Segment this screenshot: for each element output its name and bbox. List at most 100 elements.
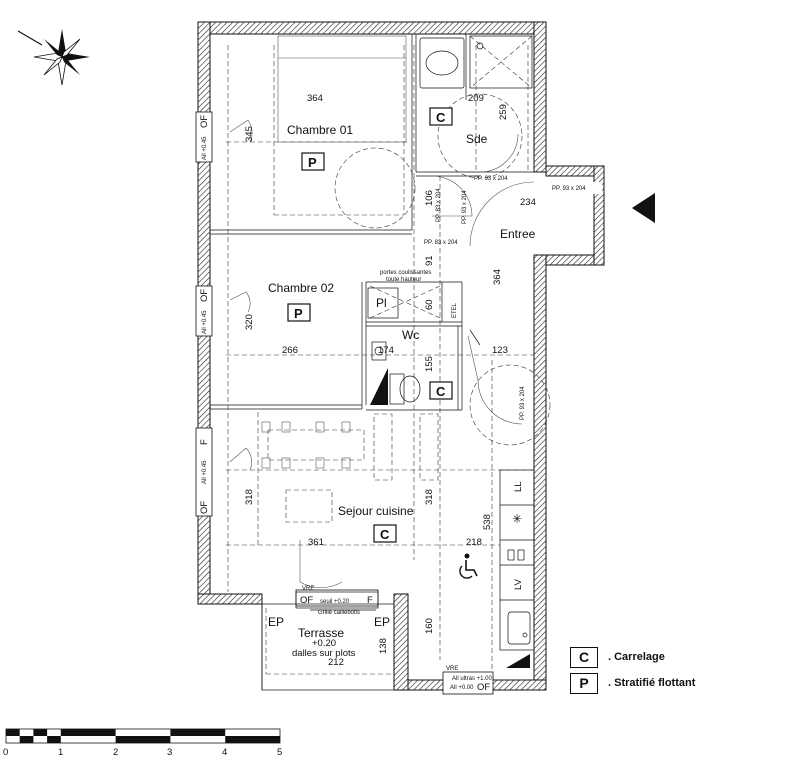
wheelchair-icon: [459, 553, 478, 579]
scale-tick-4: 4: [222, 747, 227, 758]
svg-text:P: P: [308, 155, 317, 170]
sliding-doors-label-2: toute hauteur: [386, 277, 421, 283]
dim-155: 155: [424, 356, 435, 372]
svg-text:C: C: [380, 527, 390, 542]
bathroom-fixtures: [419, 35, 533, 89]
legend-code-c: C: [570, 646, 598, 668]
exterior-walls: [195, 21, 605, 695]
wc-fixtures: [370, 329, 481, 405]
dim-364-right: 364: [492, 269, 503, 285]
dim-160: 160: [424, 618, 435, 634]
scale-tick-1: 1: [58, 747, 63, 758]
room-wc: Wc: [402, 328, 419, 342]
door-pp5: PP. 93 x 204: [520, 386, 526, 420]
door-f-terrasse: F: [367, 595, 373, 606]
floor-code-sde: C: [429, 107, 453, 126]
dim-60: 60: [424, 299, 435, 310]
vre-bottom: VRE: [446, 666, 458, 672]
terrasse-level: +0.20: [312, 638, 336, 649]
grille-label: Grille caillebotis: [318, 610, 360, 616]
terrasse-finish: dalles sur plots: [292, 648, 356, 659]
seuil-alt2: All ultras +1.00: [452, 676, 493, 682]
window-of-3: OF: [199, 501, 210, 514]
floor-code-chambre-01: P: [301, 152, 325, 171]
door-of-bottom: OF: [477, 682, 490, 693]
dining-furniture: [261, 413, 439, 523]
placard-fixture: [369, 285, 441, 319]
scale-tick-5: 5: [277, 747, 282, 758]
compass-rose-icon: [17, 29, 90, 86]
room-sejour-cuisine: Sejour cuisine: [338, 504, 414, 518]
terrace-outline: [261, 591, 395, 691]
lave-vaisselle-label: LV: [513, 578, 524, 590]
grid-lines: [226, 45, 534, 675]
hob-icon: ✳: [512, 512, 522, 526]
window-all-1: All +0.45: [202, 136, 208, 160]
dim-106: 106: [424, 190, 435, 206]
door-pp1: PP. 93 x 204: [474, 176, 508, 182]
dim-138: 138: [378, 638, 389, 654]
dim-266: 266: [282, 345, 298, 356]
window-of-2: OF: [199, 289, 210, 302]
placard-label: Pl: [376, 296, 387, 310]
dim-123: 123: [492, 345, 508, 356]
room-sde: Sde: [466, 132, 488, 146]
scale-tick-2: 2: [113, 747, 118, 758]
vre-terrasse: VRE: [302, 586, 314, 592]
dim-259: 259: [498, 104, 509, 120]
dim-234: 234: [520, 197, 536, 208]
scale-tick-0: 0: [3, 747, 8, 758]
etel-label: ETEL: [452, 302, 458, 318]
dim-364-top: 364: [307, 93, 323, 104]
dim-174: 174: [378, 345, 394, 356]
dim-212: 212: [328, 657, 344, 668]
room-chambre-01: Chambre 01: [287, 123, 353, 137]
legend-label-stratifie: . Stratifié flottant: [608, 677, 696, 689]
door-pp6: PP. 83 x 204: [436, 188, 442, 222]
lave-linge-label: LL: [513, 481, 524, 492]
window-of-1: OF: [199, 115, 210, 128]
dim-345: 345: [244, 126, 255, 142]
dim-320: 320: [244, 314, 255, 330]
floor-finish-legend: C . Carrelage P . Stratifié flottant: [570, 644, 790, 696]
window-f-1: F: [199, 439, 210, 445]
door-swings: [229, 93, 551, 588]
legend-code-p: P: [570, 672, 598, 694]
room-chambre-02: Chambre 02: [268, 281, 334, 295]
svg-text:C: C: [436, 384, 446, 399]
seuil-label: seuil +0.20: [320, 599, 350, 605]
sliding-doors-label-1: portes coulissantes: [380, 270, 431, 276]
door-pp3: PP. 83 x 204: [424, 240, 458, 246]
dim-361: 361: [308, 537, 324, 548]
dim-318-left: 318: [244, 489, 255, 505]
door-of-terrasse: OF: [300, 595, 313, 606]
bed-chambre-01: [277, 35, 407, 143]
window-all-3: All +0.45: [202, 460, 208, 484]
dim-318-mid: 318: [424, 489, 435, 505]
room-entree: Entree: [500, 227, 536, 241]
floor-code-sejour: C: [373, 524, 397, 543]
window-all-2: All +0.45: [202, 310, 208, 334]
legend-item-carrelage: C . Carrelage: [570, 644, 790, 670]
scale-tick-3: 3: [167, 747, 172, 758]
door-pp2: PP. 93 x 204: [552, 186, 586, 192]
ep-left: EP: [268, 615, 284, 629]
svg-text:C: C: [436, 110, 446, 125]
scale-bar: 0 1 2 3 4 5: [3, 728, 282, 758]
dim-218: 218: [466, 537, 482, 548]
dim-91: 91: [424, 255, 435, 266]
legend-label-carrelage: . Carrelage: [608, 651, 665, 663]
svg-text:P: P: [294, 306, 303, 321]
seuil-alt: All +0.00: [450, 685, 474, 691]
floor-code-wc: C: [429, 381, 453, 400]
entrance-arrow-icon: [632, 193, 655, 223]
room-terrasse: Terrasse: [298, 626, 344, 640]
kitchen-units: [499, 469, 535, 668]
legend-item-stratifie: P . Stratifié flottant: [570, 670, 790, 696]
interior-walls: [210, 34, 534, 411]
dim-209: 209: [468, 93, 484, 104]
dim-538: 538: [482, 514, 493, 530]
ep-right: EP: [374, 615, 390, 629]
door-pp4: PP. 93 x 204: [462, 190, 468, 224]
